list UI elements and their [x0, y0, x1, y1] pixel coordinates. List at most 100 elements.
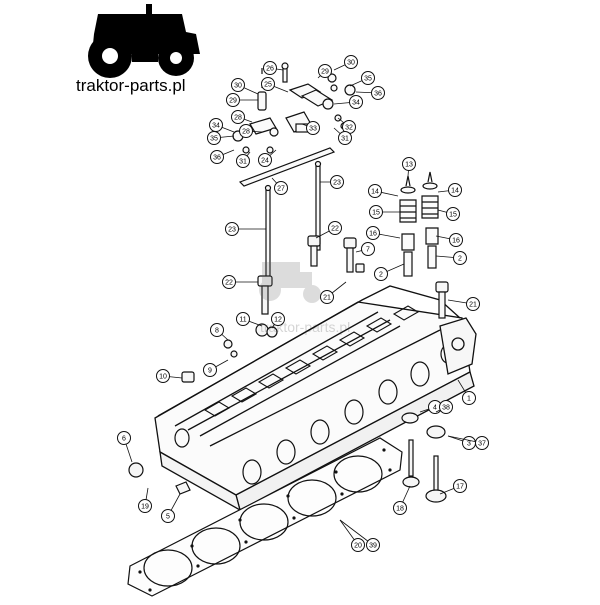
callout-label: 36	[213, 155, 221, 162]
callout-36: 36	[355, 86, 385, 100]
callout-31: 31	[333, 127, 352, 145]
callout-circle	[369, 205, 383, 219]
callout-23: 23	[320, 175, 344, 189]
callout-label: 7	[366, 247, 370, 254]
callout-label: 35	[210, 136, 218, 143]
callout-circle	[258, 153, 272, 167]
callout-34: 34	[209, 118, 235, 133]
callout-circle	[306, 121, 320, 135]
callout-label: 14	[451, 188, 459, 195]
callout-label: 37	[478, 441, 486, 448]
callout-35: 35	[207, 131, 235, 145]
callout-label: 4	[433, 405, 437, 412]
callout-circle	[368, 184, 382, 198]
callout-circle	[222, 275, 236, 289]
callout-23: 23	[225, 222, 266, 236]
callout-label: 21	[469, 302, 477, 309]
callout-circle	[320, 290, 334, 304]
head-bolts	[257, 235, 449, 319]
callout-9: 9	[203, 359, 229, 377]
callout-circle	[239, 124, 253, 138]
bolt-part	[282, 67, 288, 83]
valve-springs	[399, 171, 439, 277]
rocker-assembly	[232, 62, 356, 187]
callout-circle	[366, 538, 380, 552]
callout-label: 28	[242, 129, 250, 136]
callout-7: 7	[355, 242, 375, 256]
callout-30: 30	[333, 55, 358, 71]
callout-circle	[271, 312, 285, 326]
callout-20: 20	[339, 519, 365, 552]
callout-21: 21	[320, 281, 347, 304]
callout-label: 29	[321, 69, 329, 76]
callout-circle	[231, 78, 245, 92]
callout-15: 15	[369, 205, 400, 219]
callout-circle	[231, 110, 245, 124]
callout-label: 27	[277, 186, 285, 193]
callout-label: 9	[208, 368, 212, 375]
callout-label: 6	[122, 436, 126, 443]
callout-label: 24	[261, 158, 269, 165]
callout-circle	[210, 323, 224, 337]
push-rods	[264, 160, 322, 286]
callout-26: 26	[263, 61, 284, 75]
callout-1: 1	[457, 379, 476, 405]
callout-label: 13	[405, 162, 413, 169]
callout-22: 22	[222, 275, 258, 289]
callout-circle	[318, 64, 332, 78]
callout-25: 25	[261, 77, 289, 93]
callout-28: 28	[239, 124, 263, 138]
callout-31: 31	[236, 151, 251, 168]
callout-circle	[338, 131, 352, 145]
callout-circle	[453, 479, 467, 493]
callout-label: 1	[467, 396, 471, 403]
callout-label: 26	[266, 66, 274, 73]
callout-circle	[330, 175, 344, 189]
callout-circle	[274, 181, 288, 195]
callout-label: 11	[239, 317, 246, 324]
callout-2: 2	[435, 251, 467, 265]
callout-circle	[161, 509, 175, 523]
callout-3: 3	[447, 435, 476, 450]
callout-16: 16	[435, 233, 463, 247]
callout-label: 3	[467, 441, 471, 448]
callout-circle	[156, 369, 170, 383]
callout-circle	[236, 312, 250, 326]
tractor-logo-icon	[88, 4, 200, 78]
callout-label: 28	[234, 115, 242, 122]
callout-circle	[371, 86, 385, 100]
callout-label: 19	[141, 504, 149, 511]
callout-circle	[466, 297, 480, 311]
cylinder-head	[154, 285, 477, 512]
callout-8: 8	[210, 323, 229, 341]
callout-22: 22	[315, 221, 342, 239]
callout-30: 30	[231, 78, 259, 95]
head-gasket	[127, 437, 403, 597]
callout-circle	[446, 207, 460, 221]
callout-label: 31	[341, 136, 349, 143]
callout-label: 29	[229, 98, 237, 105]
callout-label: 14	[371, 189, 379, 196]
callout-label: 22	[225, 280, 233, 287]
callout-label: 38	[442, 405, 450, 412]
callout-circle	[207, 131, 221, 145]
callout-label: 10	[159, 374, 167, 381]
callout-21: 21	[447, 297, 480, 311]
callout-circle	[344, 55, 358, 69]
callout-label: 39	[369, 543, 377, 550]
callout-label: 16	[452, 238, 460, 245]
callout-13: 13	[402, 157, 416, 177]
callout-15: 15	[437, 207, 460, 221]
brand-name: traktor-parts.pl	[76, 76, 186, 95]
callout-circle	[361, 242, 375, 256]
callout-label: 34	[352, 100, 360, 107]
callout-circle	[361, 71, 375, 85]
callout-4: 4	[419, 400, 442, 414]
callout-10: 10	[156, 369, 183, 383]
callout-label: 33	[309, 126, 317, 133]
callout-circle	[402, 157, 416, 171]
callout-11: 11	[236, 312, 263, 327]
callout-circle	[210, 150, 224, 164]
callout-label: 18	[396, 506, 404, 513]
callout-circle	[462, 391, 476, 405]
